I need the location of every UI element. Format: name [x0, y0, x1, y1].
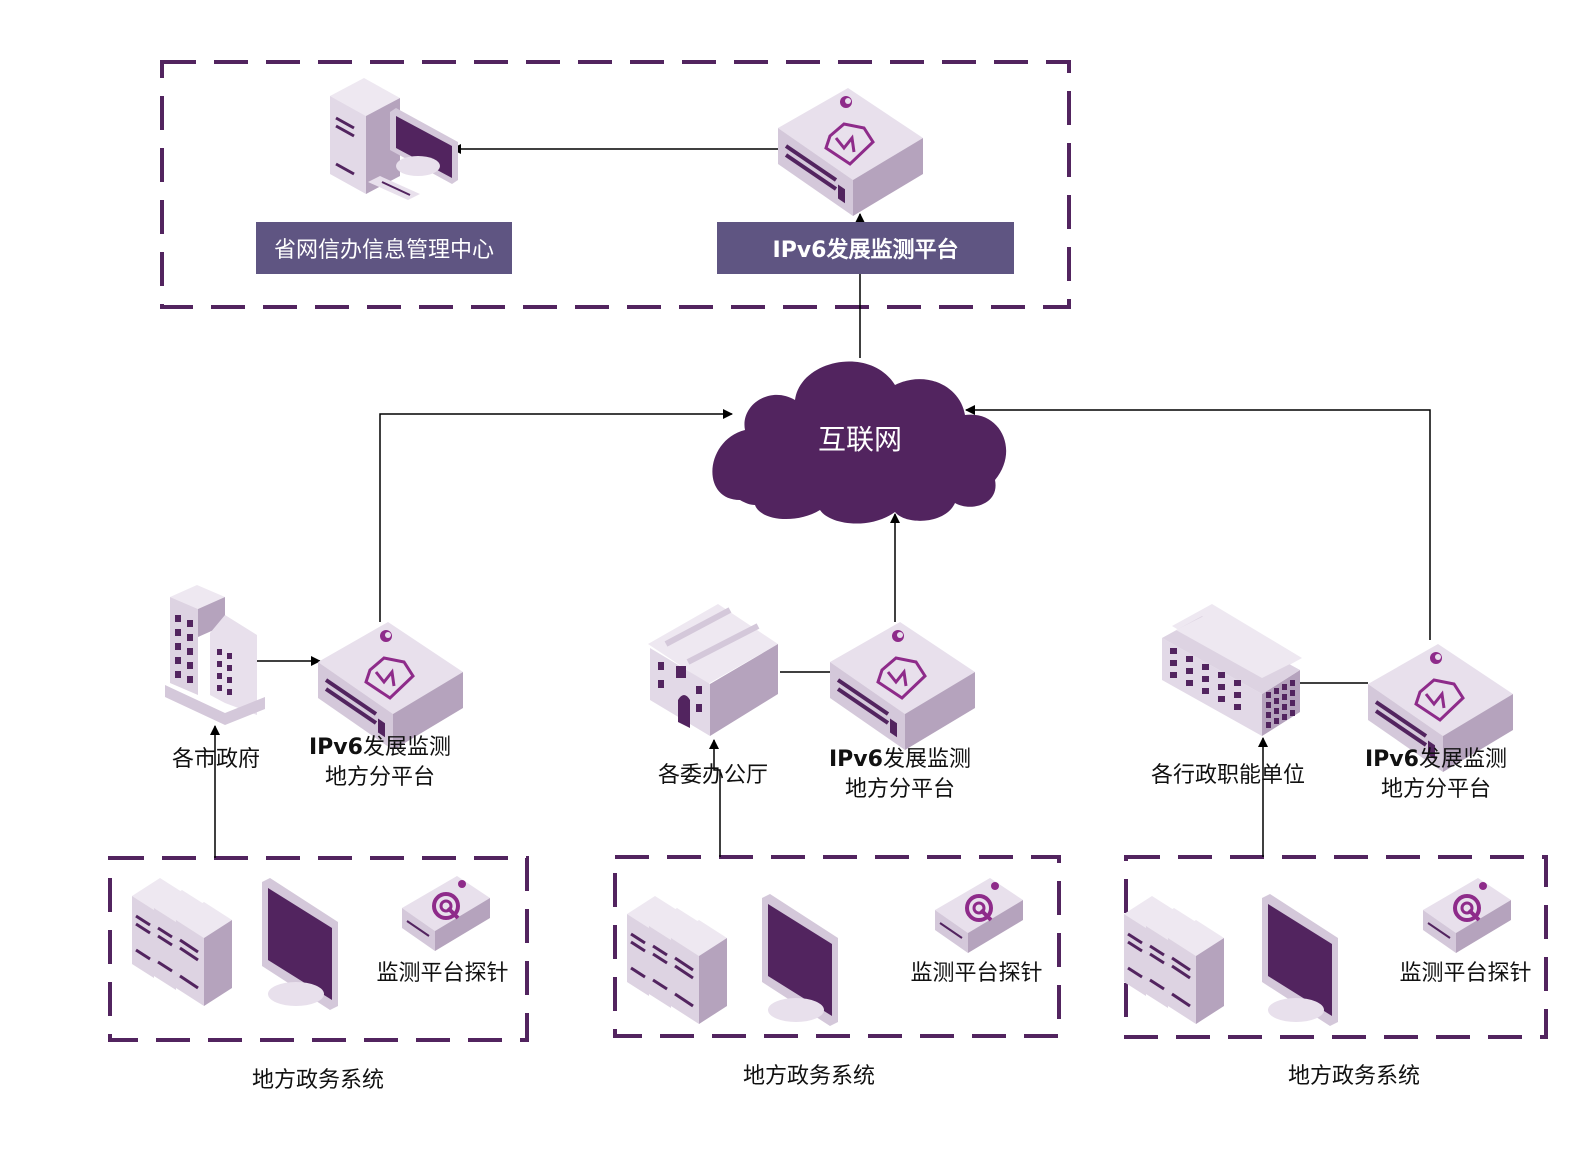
subplatform-label-1: IPv6发展监测 地方分平台 — [300, 733, 460, 793]
server-cluster-icon-2 — [625, 894, 729, 1026]
group-label-1: 地方政务系统 — [251, 1068, 384, 1093]
ipv6-platform-device-icon — [776, 86, 925, 218]
probe-device-icon-3 — [1421, 876, 1513, 955]
link-sub1-to-internet — [379, 409, 733, 622]
org-label-2: 各委办公厅 — [657, 763, 768, 788]
subplatform-label-2-prefix: IPv6 — [829, 747, 883, 772]
subplatform-label-2-line2: 地方分平台 — [844, 777, 955, 802]
link-group2-to-org2 — [709, 739, 721, 857]
subplatform-label-3-line2: 地方分平台 — [1380, 777, 1491, 802]
info-center-banner: 省网信办信息管理中心 — [256, 222, 512, 274]
subplatform-label-3: IPv6发展监测 地方分平台 — [1356, 745, 1516, 805]
sub-platform-device-icon-1 — [316, 620, 465, 752]
server-cluster-icon-1 — [130, 876, 234, 1008]
group-label-2: 地方政务系统 — [742, 1064, 875, 1089]
org-label-3: 各行政职能单位 — [1150, 763, 1305, 788]
group-border-1 — [108, 856, 529, 1042]
probe-device-icon-2 — [933, 876, 1025, 955]
monitor-icon-2 — [762, 894, 838, 1026]
internet-cloud — [712, 361, 1007, 524]
monitor-icon-3 — [1262, 894, 1338, 1026]
subplatform-label-2-line1: 发展监测 — [882, 747, 971, 772]
group-label-3: 地方政务系统 — [1287, 1064, 1420, 1089]
link-sub3-to-internet — [965, 405, 1431, 640]
subplatform-label-1-prefix: IPv6 — [309, 735, 363, 760]
probe-label-3: 监测平台探针 — [1399, 961, 1532, 986]
probe-device-icon-1 — [400, 874, 492, 953]
org-label-1: 各市政府 — [171, 747, 260, 772]
city-government-building-icon — [165, 585, 265, 725]
probe-label-2: 监测平台探针 — [910, 961, 1043, 986]
admin-unit-building-icon — [1162, 604, 1302, 736]
monitor-icon-1 — [262, 878, 338, 1010]
subplatform-label-2: IPv6发展监测 地方分平台 — [820, 745, 980, 805]
sub-platform-device-icon-2 — [828, 620, 977, 752]
internet-label: 互联网 — [818, 423, 903, 456]
server-cluster-icon-3 — [1122, 894, 1226, 1026]
group-border-2 — [613, 855, 1061, 1038]
subplatform-label-1-line1: 发展监测 — [362, 735, 451, 760]
ipv6-platform-label: IPv6发展监测平台 — [772, 238, 959, 263]
workstation-icon — [330, 78, 458, 200]
subplatform-label-3-prefix: IPv6 — [1365, 747, 1419, 772]
info-center-label: 省网信办信息管理中心 — [273, 238, 494, 263]
ipv6-platform-banner: IPv6发展监测平台 — [717, 222, 1014, 274]
probe-label-1: 监测平台探针 — [376, 961, 509, 986]
subplatform-label-3-line1: 发展监测 — [1418, 747, 1507, 772]
subplatform-label-1-line2: 地方分平台 — [324, 765, 435, 790]
office-hall-building-icon — [648, 604, 778, 736]
